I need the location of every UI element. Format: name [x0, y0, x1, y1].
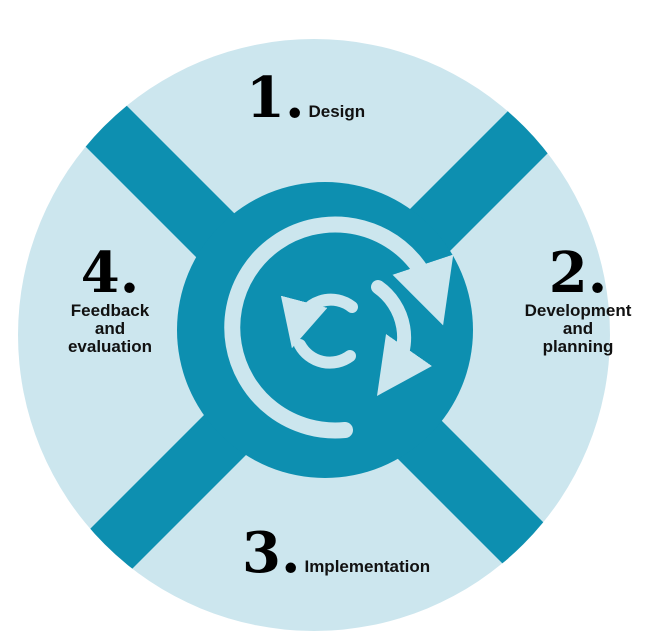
step-2-label-line-1: Development: [524, 301, 632, 320]
step-4-number: 4.: [80, 240, 140, 306]
step-2-label-line-2: and: [562, 319, 594, 338]
step-4-label-line-2: and: [94, 319, 126, 338]
step-3: 3. Implementation: [242, 525, 430, 581]
step-2: 2. Development and planning: [508, 244, 648, 356]
step-2-number: 2.: [548, 244, 608, 306]
step-4: 4. Feedback and evaluation: [46, 244, 174, 356]
step-3-number: 3.: [242, 520, 301, 586]
step-1-number: 1.: [246, 65, 305, 131]
step-3-label: Implementation: [304, 557, 431, 576]
step-4-label-line-3: evaluation: [67, 337, 153, 356]
step-1: 1. Design: [246, 70, 365, 126]
step-2-label-line-3: planning: [542, 337, 614, 356]
step-1-label: Design: [308, 102, 366, 121]
step-4-label-line-1: Feedback: [70, 301, 150, 320]
cycle-arrows-icon: [224, 216, 454, 439]
